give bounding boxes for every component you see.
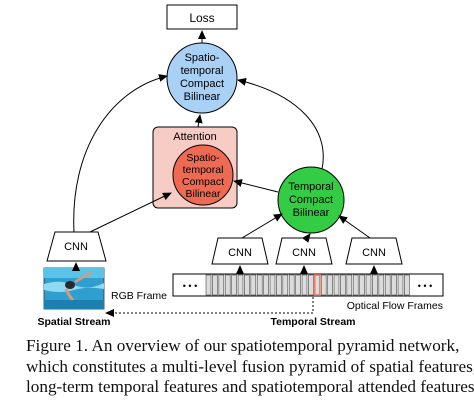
- rgb-frame-image: [43, 267, 105, 310]
- attention-node-label-1: Spatio-: [186, 152, 220, 164]
- temporal-cnn-label-2: CNN: [292, 247, 316, 259]
- arrow-cnn1-to-temporal: [241, 213, 283, 239]
- flow-frame-highlighted: [313, 274, 321, 296]
- caption-line-2: which constitutes a multi-level fusion p…: [26, 356, 474, 376]
- flow-frame: [288, 274, 295, 296]
- flow-frame: [256, 274, 263, 296]
- flow-frame: [269, 274, 276, 296]
- flow-frame: [237, 274, 244, 296]
- flow-frame: [282, 274, 289, 296]
- temporal-cnn-label-3: CNN: [362, 247, 386, 259]
- flow-frame: [295, 274, 301, 296]
- temporal-node-label-1: Temporal: [288, 181, 333, 193]
- arrow-spatial-cnn-to-attention: [89, 192, 172, 233]
- arrow-cnn3-to-temporal: [338, 215, 371, 239]
- flow-frame: [250, 274, 257, 296]
- attention-fusion-node: [172, 144, 234, 206]
- arrow-cnn2-to-temporal: [302, 233, 311, 243]
- flow-frame: [372, 274, 378, 296]
- top-node-label-4: Bilinear: [184, 91, 221, 103]
- attention-node-label-4: Bilinear: [185, 188, 221, 200]
- temporal-cnn-block-2: [275, 237, 333, 265]
- flow-frame: [359, 274, 365, 296]
- arrow-attention-to-top: [194, 114, 203, 128]
- spatial-cnn-block: [46, 231, 107, 262]
- attention-node-label-3: Compact: [182, 176, 224, 188]
- flow-frame: [404, 274, 410, 296]
- flow-frame: [244, 274, 250, 296]
- flow-frame: [327, 274, 333, 296]
- flow-frame: [340, 274, 346, 296]
- flow-frame: [276, 274, 282, 296]
- flow-frame: [231, 274, 237, 296]
- temporal-stream-label: Temporal Stream: [271, 316, 356, 328]
- flow-frame: [224, 274, 231, 296]
- flow-frame: [384, 274, 391, 296]
- flow-frame: [397, 274, 404, 296]
- figure-caption: Figure 1. An overview of our spatiotempo…: [26, 336, 474, 398]
- flow-frame: [346, 274, 353, 296]
- flow-frame: [205, 274, 212, 296]
- arrow-temporal-to-attention: [233, 179, 279, 193]
- top-node-label-1: Spatio-: [185, 52, 220, 64]
- arrow-temporal-to-top: [237, 77, 324, 170]
- flow-ellipsis-left: • • •: [183, 281, 197, 291]
- caption-line-1: Figure 1. An overview of our spatiotempo…: [26, 336, 460, 355]
- temporal-cnn-block-1: [211, 237, 269, 265]
- flow-frame: [308, 274, 314, 296]
- temporal-cnn-block-3: [345, 237, 403, 265]
- flow-frame: [333, 274, 340, 296]
- flow-frame: [212, 274, 218, 296]
- rgb-frame-dotted-link: [105, 297, 314, 317]
- temporal-node-label-3: Bilinear: [293, 207, 330, 219]
- flow-frame: [301, 274, 308, 296]
- caption-line-3: long-term temporal features and spatiote…: [26, 377, 474, 396]
- flow-frame: [320, 274, 327, 296]
- temporal-cnn-label-1: CNN: [228, 247, 252, 259]
- arrow-spatial-cnn-to-top: [73, 74, 168, 233]
- flow-frame: [263, 274, 269, 296]
- top-node-label-3: Compact: [180, 78, 224, 90]
- flow-frame: [365, 274, 372, 296]
- rgb-frame-label: RGB Frame: [111, 290, 167, 302]
- flow-ellipsis-right: • • •: [418, 281, 432, 291]
- temporal-fusion-node: [277, 166, 345, 234]
- flow-frame: [352, 274, 359, 296]
- flow-frame: [378, 274, 385, 296]
- flow-frame: [218, 274, 225, 296]
- top-node-label-2: temporal: [181, 65, 224, 77]
- optical-flow-frames: [205, 274, 410, 296]
- spatial-cnn-label: CNN: [64, 241, 88, 253]
- spatial-stream-label: Spatial Stream: [38, 316, 111, 328]
- loss-box: [166, 4, 238, 30]
- optical-flow-label: Optical Flow Frames: [347, 300, 443, 312]
- temporal-node-label-2: Compact: [289, 194, 333, 206]
- flow-frame: [391, 274, 397, 296]
- loss-label: Loss: [189, 11, 214, 25]
- attention-title: Attention: [173, 131, 216, 143]
- attention-node-label-2: temporal: [183, 164, 224, 176]
